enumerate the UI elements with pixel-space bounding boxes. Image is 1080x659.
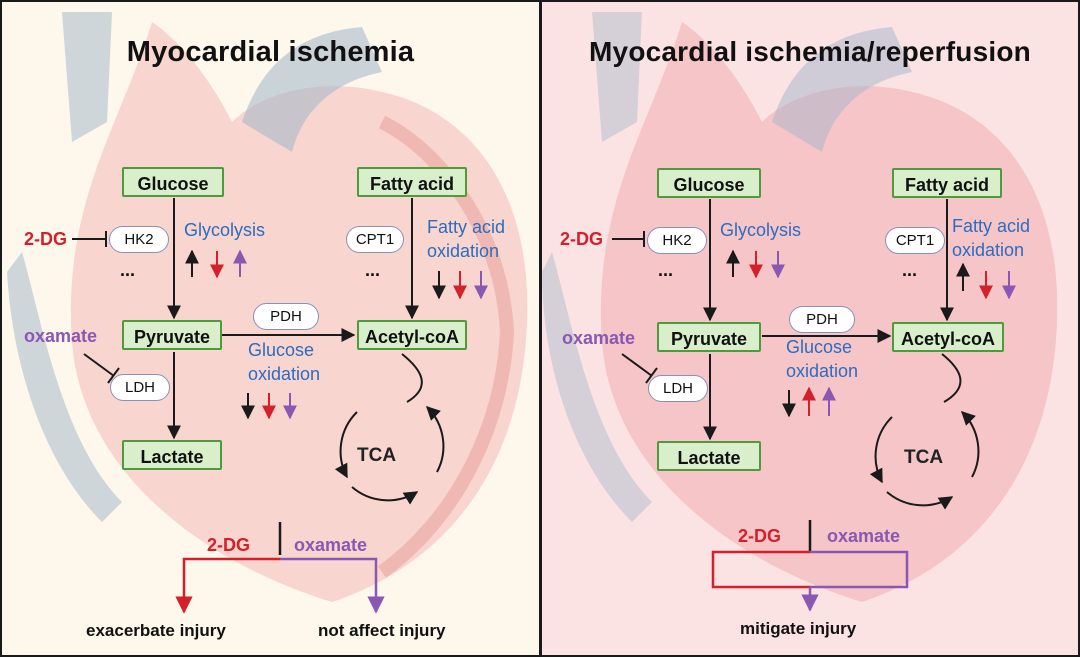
outcome-inhibitor-oxamate: oxamate: [294, 535, 368, 555]
ellipsis: ...: [902, 260, 918, 280]
label-fatty-acid-oxidation-line2: oxidation: [952, 240, 1025, 260]
label-fatty-acid-oxidation-line1: Fatty acid: [952, 216, 1031, 236]
panel-myocardial-ischemia: Myocardial ischemia: [0, 0, 541, 657]
node-lactate: Lactate: [122, 440, 222, 470]
panel-title: Myocardial ischemia/reperfusion: [589, 36, 1031, 67]
enzyme-cpt1: CPT1: [885, 227, 945, 254]
outcome-not-affect-injury: not affect injury: [318, 621, 446, 640]
node-fatty-acid: Fatty acid: [892, 168, 1002, 198]
enzyme-cpt1: CPT1: [346, 226, 404, 253]
ellipsis: ...: [365, 260, 381, 280]
label-glycolysis: Glycolysis: [720, 220, 802, 240]
outcome-exacerbate-injury: exacerbate injury: [86, 621, 226, 640]
outcome-inhibitor-2dg: 2-DG: [738, 526, 782, 546]
enzyme-ldh: LDH: [110, 374, 170, 401]
pathway-arrows: [612, 199, 1016, 612]
panel-myocardial-ischemia-reperfusion: Myocardial ischemia/reperfusion: [540, 0, 1080, 657]
label-tca-cycle: TCA: [904, 447, 944, 468]
pathway-arrows: [72, 198, 488, 614]
outcome-inhibitor-oxamate: oxamate: [827, 526, 901, 546]
label-fatty-acid-oxidation-line2: oxidation: [427, 241, 500, 261]
panel-title: Myocardial ischemia: [126, 36, 415, 68]
label-tca-cycle: TCA: [357, 445, 397, 466]
label-glucose-oxidation-line1: Glucose: [248, 340, 315, 360]
node-pyruvate: Pyruvate: [657, 322, 761, 352]
enzyme-hk2: HK2: [647, 227, 707, 254]
node-acetyl-coa: Acetyl-coA: [892, 322, 1004, 352]
node-glucose: Glucose: [657, 168, 761, 198]
enzyme-pdh: PDH: [253, 303, 319, 330]
enzyme-hk2: HK2: [109, 226, 169, 253]
label-glucose-oxidation-line2: oxidation: [248, 364, 321, 384]
label-fatty-acid-oxidation-line1: Fatty acid: [427, 217, 506, 237]
outcome-mitigate-injury: mitigate injury: [740, 619, 857, 638]
inhibitor-oxamate: oxamate: [24, 326, 98, 346]
label-glycolysis: Glycolysis: [184, 220, 266, 240]
inhibitor-2dg: 2-DG: [560, 229, 604, 249]
node-glucose: Glucose: [122, 167, 224, 197]
label-glucose-oxidation-line1: Glucose: [786, 337, 853, 357]
node-fatty-acid: Fatty acid: [357, 167, 467, 197]
node-acetyl-coa: Acetyl-coA: [357, 320, 467, 350]
ellipsis: ...: [120, 260, 136, 280]
outcome-inhibitor-2dg: 2-DG: [207, 535, 251, 555]
node-pyruvate: Pyruvate: [122, 320, 222, 350]
inhibitor-2dg: 2-DG: [24, 229, 68, 249]
inhibitor-oxamate: oxamate: [562, 328, 636, 348]
node-lactate: Lactate: [657, 441, 761, 471]
label-glucose-oxidation-line2: oxidation: [786, 361, 859, 381]
enzyme-pdh: PDH: [789, 306, 855, 333]
ellipsis: ...: [658, 260, 674, 280]
enzyme-ldh: LDH: [648, 375, 708, 402]
